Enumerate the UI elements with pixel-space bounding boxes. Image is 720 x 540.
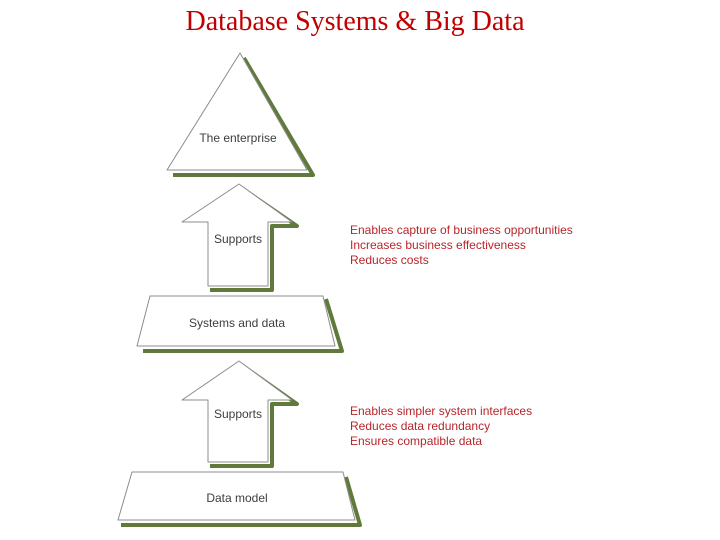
benefit-item: Increases business effectiveness [350,238,526,252]
page-title: Database Systems & Big Data [185,6,525,37]
middle-layer-box [136,295,336,347]
base-layer-label: Data model [206,491,267,505]
lower-benefits-list: Enables simpler system interfaces Reduce… [350,404,532,449]
apex-triangle [166,52,308,171]
upper-arrow-label: Supports [214,232,262,246]
lower-arrow-label: Supports [214,407,262,421]
base-layer-shadow [121,476,362,527]
upper-benefits-list: Enables capture of business opportunitie… [350,223,573,268]
benefit-item: Enables capture of business opportunitie… [350,223,573,237]
benefit-item: Enables simpler system interfaces [350,404,533,418]
apex-triangle-shadow [173,56,315,177]
base-layer-box [117,471,356,521]
benefit-item: Ensures compatible data [350,434,483,448]
apex-label: The enterprise [199,131,277,145]
lower-support-arrow [181,360,293,463]
benefit-item: Reduces costs [350,253,429,267]
middle-layer-shadow [143,298,344,353]
benefit-item: Reduces data redundancy [350,419,491,433]
middle-layer-label: Systems and data [189,316,285,330]
upper-support-arrow [181,183,293,287]
